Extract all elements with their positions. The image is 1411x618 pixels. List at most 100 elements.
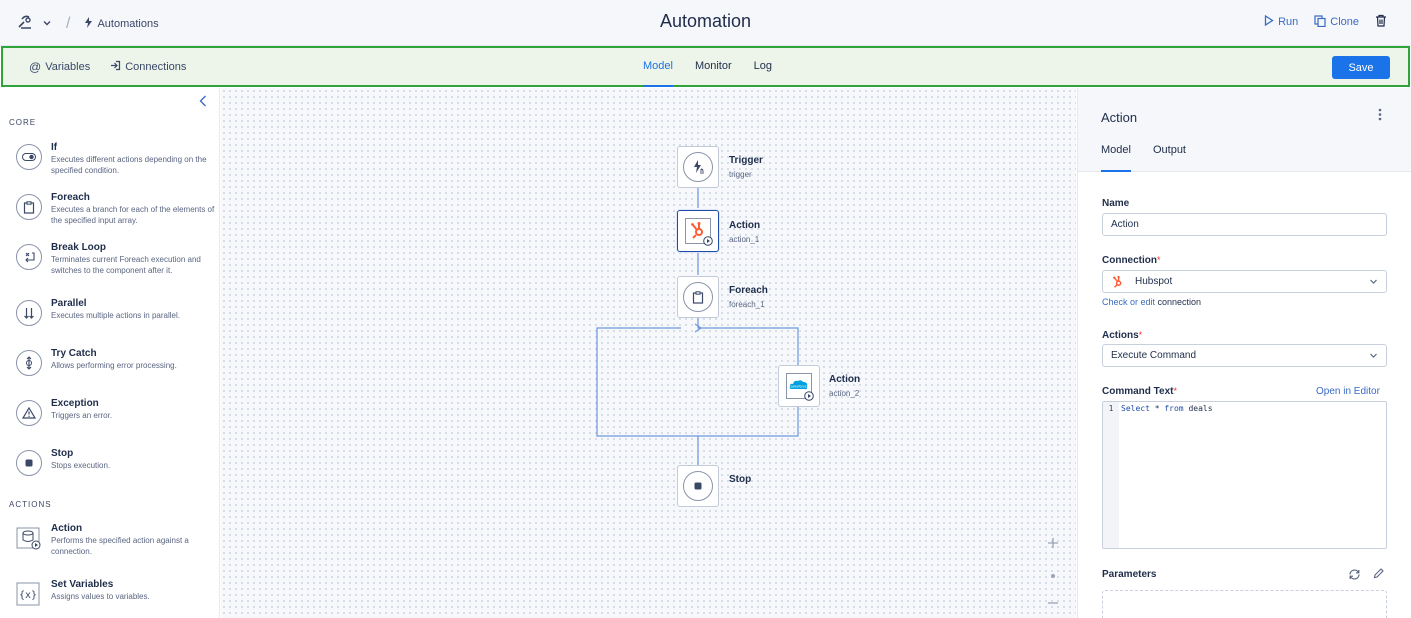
chevron-down-icon: [1369, 351, 1378, 362]
node-title: Action: [729, 220, 761, 231]
node-sub: trigger: [729, 170, 752, 179]
component-foreach[interactable]: Foreach Executes a branch for each of th…: [16, 192, 216, 232]
warning-icon: [16, 400, 42, 426]
lightning-icon: [84, 16, 93, 31]
run-label: Run: [1278, 16, 1299, 28]
components-panel: CORE If Executes different actions depen…: [0, 88, 220, 618]
component-desc: Performs the specified action against a …: [51, 536, 189, 556]
workflow-canvas[interactable]: Trigger trigger Action action_1 Foreach …: [221, 88, 1076, 618]
check-edit-link[interactable]: Check or edit: [1102, 297, 1156, 307]
actions-value: Execute Command: [1111, 350, 1197, 361]
connections-button[interactable]: Connections: [110, 60, 186, 74]
zoom-controls: [1043, 536, 1063, 614]
at-sign-icon: @: [29, 60, 42, 74]
actions-label-text: Actions: [1102, 330, 1139, 341]
component-stop[interactable]: Stop Stops execution.: [16, 448, 216, 488]
node-foreach[interactable]: [677, 276, 719, 318]
node-title: Stop: [729, 474, 752, 485]
component-desc: Stops execution.: [51, 461, 111, 470]
tab-panel-output[interactable]: Output: [1152, 144, 1186, 156]
node-action-1[interactable]: [677, 210, 719, 252]
save-button[interactable]: Save: [1332, 56, 1390, 79]
clone-button[interactable]: Clone: [1314, 14, 1359, 30]
node-sub: action_1: [729, 235, 760, 244]
component-set-variables[interactable]: {x} Set Variables Assigns values to vari…: [16, 579, 216, 618]
section-core-title: CORE: [9, 118, 37, 127]
sign-in-icon: [110, 60, 121, 74]
component-exception[interactable]: Exception Triggers an error.: [16, 398, 216, 438]
copy-icon: [1314, 14, 1326, 30]
hubspot-icon: [685, 218, 713, 246]
component-action[interactable]: Action Performs the specified action aga…: [16, 523, 216, 563]
component-desc: Assigns values to variables.: [51, 592, 150, 601]
properties-panel: Action Model Output Name Action Connecti…: [1077, 88, 1411, 618]
clone-label: Clone: [1330, 16, 1359, 28]
line-number-gutter: 1: [1103, 402, 1119, 548]
component-desc: Executes multiple actions in parallel.: [51, 311, 180, 320]
node-title: Foreach: [729, 285, 768, 296]
break-loop-icon: [16, 244, 42, 270]
component-name: If: [51, 142, 58, 153]
node-stop[interactable]: [677, 465, 719, 507]
node-title: Action: [829, 374, 861, 385]
component-name: Stop: [51, 448, 74, 459]
node-action-2[interactable]: salesforce: [778, 365, 820, 407]
zoom-in-icon[interactable]: [1047, 536, 1059, 554]
try-catch-icon: [16, 350, 42, 376]
stop-icon: [16, 450, 42, 476]
page-title: Automation: [659, 11, 752, 31]
code-line: Select * from deals: [1121, 404, 1213, 413]
component-if[interactable]: If Executes different actions depending …: [16, 142, 216, 182]
delete-button[interactable]: [1375, 14, 1387, 30]
properties-header: Action Model Output: [1078, 88, 1411, 172]
command-label-text: Command Text: [1102, 386, 1174, 397]
actions-select[interactable]: Execute Command: [1102, 344, 1387, 367]
tab-log[interactable]: Log: [753, 60, 773, 72]
variables-button[interactable]: @ Variables: [29, 60, 90, 74]
database-play-icon: [16, 525, 42, 551]
check-connection-row: Check or edit connection: [1102, 297, 1201, 307]
run-button[interactable]: Run: [1264, 14, 1299, 29]
collapse-panel-icon[interactable]: [199, 94, 207, 110]
pencil-icon[interactable]: [1373, 568, 1384, 584]
more-options-icon[interactable]: [1378, 108, 1382, 121]
component-name: Break Loop: [51, 242, 107, 253]
breadcrumb-automations[interactable]: Automations: [84, 16, 159, 31]
zoom-reset-icon[interactable]: [1050, 566, 1056, 584]
component-name: Parallel: [51, 298, 87, 309]
node-trigger[interactable]: [677, 146, 719, 188]
tab-model[interactable]: Model: [643, 60, 673, 87]
component-try-catch[interactable]: Try Catch Allows performing error proces…: [16, 348, 216, 388]
command-text-editor[interactable]: 1 Select * from deals: [1102, 401, 1387, 549]
breadcrumb-label[interactable]: Automations: [97, 17, 159, 30]
component-break-loop[interactable]: Break Loop Terminates current Foreach ex…: [16, 242, 216, 282]
app-logo-icon[interactable]: [16, 13, 34, 34]
variables-label: Variables: [45, 61, 91, 73]
tab-monitor[interactable]: Monitor: [694, 60, 732, 72]
component-desc: Allows performing error processing.: [51, 361, 177, 370]
component-desc: Terminates current Foreach execution and…: [51, 255, 201, 275]
tab-panel-model[interactable]: Model: [1101, 144, 1131, 172]
play-icon: [1264, 14, 1274, 29]
trigger-icon: [683, 152, 713, 182]
component-name: Try Catch: [51, 348, 97, 359]
code-text: *: [1149, 404, 1165, 413]
node-sub: action_2: [829, 389, 860, 398]
parameters-box[interactable]: [1102, 590, 1387, 618]
code-keyword: Select: [1121, 404, 1150, 413]
connections-label: Connections: [125, 61, 187, 73]
clipboard-icon: [16, 194, 42, 220]
component-parallel[interactable]: Parallel Executes multiple actions in pa…: [16, 298, 216, 338]
svg-text:{x}: {x}: [19, 590, 37, 601]
name-input[interactable]: Action: [1102, 213, 1387, 236]
zoom-out-icon[interactable]: [1047, 596, 1059, 614]
code-keyword: from: [1164, 404, 1184, 413]
component-name: Exception: [51, 398, 99, 409]
connection-select[interactable]: Hubspot: [1102, 270, 1387, 293]
required-mark: *: [1157, 255, 1161, 265]
open-in-editor-link[interactable]: Open in Editor: [1316, 386, 1380, 397]
required-mark: *: [1173, 386, 1178, 396]
breadcrumb: / Automations: [16, 13, 159, 34]
chevron-down-icon[interactable]: [42, 17, 52, 31]
refresh-icon[interactable]: [1348, 568, 1361, 584]
